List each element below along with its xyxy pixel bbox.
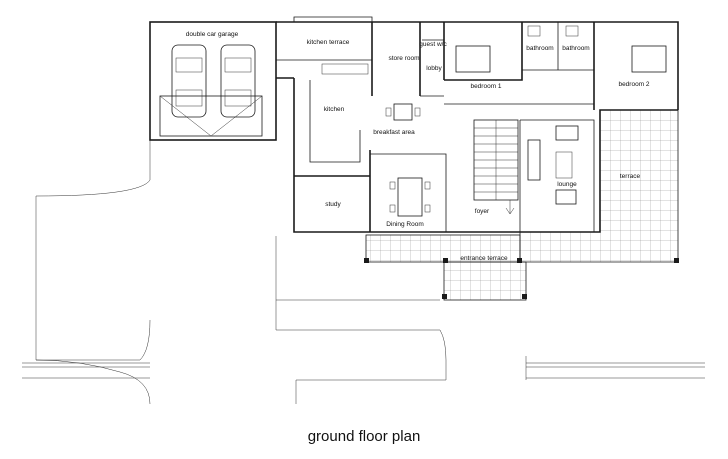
label-bathroom-1: bathroom — [526, 45, 553, 52]
room-labels: double car garage kitchen terrace store … — [186, 31, 650, 262]
label-terrace: terrace — [620, 173, 641, 180]
label-breakfast-area: breakfast area — [373, 129, 415, 136]
label-bedroom-2: bedroom 2 — [618, 81, 649, 88]
label-bathroom-2: bathroom — [562, 45, 589, 52]
label-store-room: store room — [388, 55, 419, 62]
label-study: study — [325, 201, 341, 208]
label-entrance-terrace: entrance terrace — [460, 255, 508, 262]
site-lines — [22, 140, 705, 405]
label-lobby: lobby — [426, 65, 442, 72]
label-garage: double car garage — [186, 31, 239, 38]
label-kitchen: kitchen — [324, 106, 345, 113]
label-bedroom-1: bedroom 1 — [470, 83, 501, 90]
house-walls — [276, 16, 679, 299]
label-kitchen-terrace: kitchen terrace — [307, 39, 350, 46]
terrace-paving — [365, 109, 679, 301]
label-dining-room: Dining Room — [386, 221, 424, 228]
label-lounge: lounge — [557, 181, 577, 188]
plan-caption: ground floor plan — [307, 428, 421, 445]
label-foyer: foyer — [475, 208, 490, 215]
label-guest-wc: guest w/c — [419, 41, 447, 48]
label-kitchen-terrace-1: kitchen terrace — [307, 39, 350, 46]
garage-walls — [149, 21, 277, 141]
